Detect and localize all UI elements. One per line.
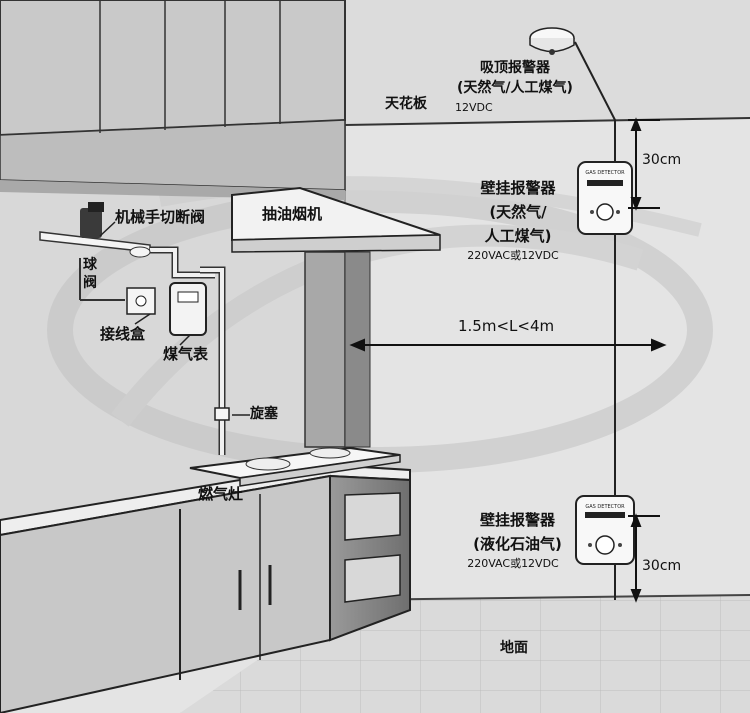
gas-pipe <box>39 231 226 455</box>
wall-detector-bottom-name: 壁挂报警器 <box>479 511 555 529</box>
range-hood-shape <box>231 186 441 448</box>
manual-valve-label: 机械手切断阀 <box>115 208 206 226</box>
wall-detector-bottom-gas: (液化石油气) <box>473 535 562 553</box>
wall-detector-top-gas-2: 人工煤气) <box>484 227 552 245</box>
gas-meter-label: 煤气表 <box>163 345 209 363</box>
wall-detector-bottom-device <box>575 495 635 565</box>
wall-detector-top-gas-1: (天然气/ <box>489 203 547 221</box>
junction-box-label: 接线盒 <box>100 325 146 343</box>
gas-meter-shape <box>169 282 207 336</box>
junction-box-shape <box>126 287 156 315</box>
gas-stove-shape <box>189 446 401 487</box>
wall-detector-bottom-power: 220VAC或12VDC <box>467 557 559 570</box>
ceiling-label: 天花板 <box>385 96 427 112</box>
wall-detector-top-name: 壁挂报警器 <box>480 179 556 197</box>
plug-valve-shape <box>214 407 230 421</box>
ball-valve-label: 球阀 <box>83 257 97 291</box>
ceiling <box>345 0 750 125</box>
range-hood-label: 抽油烟机 <box>262 205 323 223</box>
leader-lines <box>99 221 250 416</box>
dimension-30cm-top <box>628 117 660 211</box>
distance-range-label: 1.5m<L<4m <box>458 317 555 335</box>
upper-cabinets <box>0 0 346 200</box>
gas-stove-label: 燃气灶 <box>198 485 244 503</box>
floor-edge <box>344 594 750 601</box>
ceiling-detector-gas: (天然气/人工煤气) <box>457 80 573 96</box>
device-label-bottom: GAS DETECTOR <box>585 504 625 510</box>
distance-top-label: 30cm <box>642 152 682 168</box>
base-cabinets <box>0 463 411 713</box>
ceiling-detector-name: 吸顶报警器 <box>480 60 550 76</box>
dimension-range <box>349 338 667 352</box>
manual-valve-shape <box>80 202 151 258</box>
ceiling-detector-power: 12VDC <box>455 101 493 114</box>
floor-label: 地面 <box>500 640 528 656</box>
distance-bottom-label: 30cm <box>642 558 682 574</box>
device-label-top: GAS DETECTOR <box>585 170 625 176</box>
ceiling-edge <box>344 117 750 126</box>
plug-valve-label: 旋塞 <box>250 406 278 422</box>
wall-detector-top-power: 220VAC或12VDC <box>467 249 559 262</box>
wall-detector-top-device <box>577 161 633 235</box>
signal-wiring <box>574 41 616 600</box>
dimension-30cm-bottom <box>628 513 660 603</box>
ceiling-detector-device <box>529 27 575 55</box>
